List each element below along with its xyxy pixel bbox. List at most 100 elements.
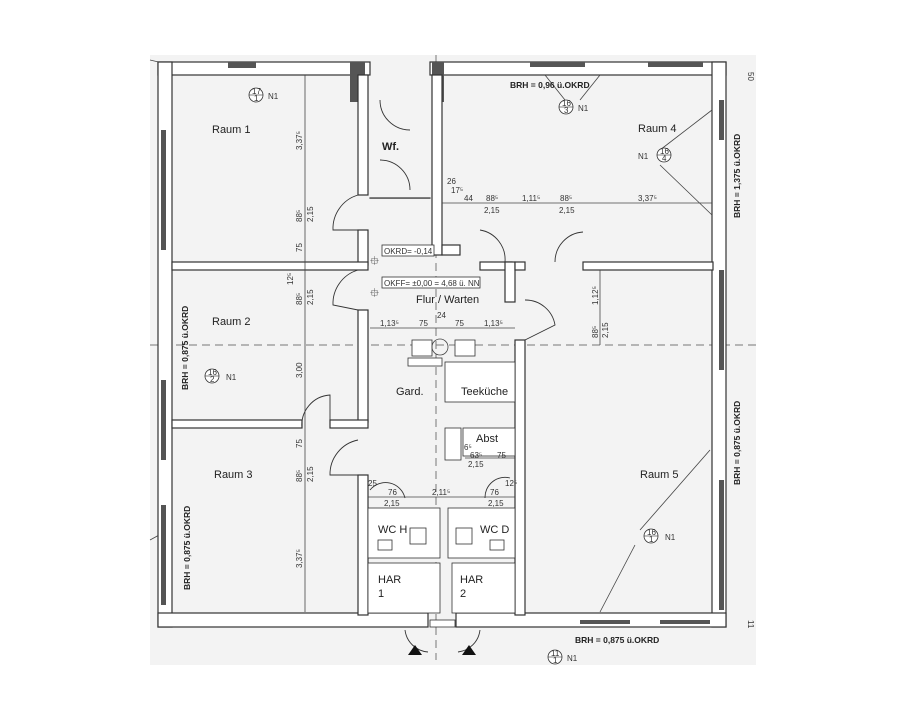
room-label-abst: Abst — [476, 433, 498, 445]
svg-text:75: 75 — [497, 451, 506, 460]
dimensions-left: 3,37⁵ 88⁵ 2,15 75 12⁵ 88⁵ 2,15 3,00 75 8… — [286, 131, 315, 568]
svg-text:3,37⁵: 3,37⁵ — [295, 549, 304, 568]
room-label-wcd: WC D — [480, 524, 509, 536]
dimensions-flur: 1,13⁵ 75 24 75 1,13⁵ — [380, 311, 503, 328]
svg-text:2,15: 2,15 — [468, 460, 484, 469]
room-label-gard: Gard. — [396, 386, 424, 398]
room-label-har1: HAR — [378, 574, 401, 586]
section-marker: 161 N1 — [643, 528, 676, 544]
room-label-wch: WC H — [378, 524, 407, 536]
svg-text:16: 16 — [562, 99, 571, 108]
svg-text:88⁵: 88⁵ — [295, 210, 304, 222]
svg-text:2,15: 2,15 — [488, 499, 504, 508]
svg-text:6⁵: 6⁵ — [464, 443, 472, 452]
level-marker-icon: ⯐ — [370, 254, 379, 268]
svg-text:75: 75 — [295, 439, 304, 448]
okrd-level-box — [381, 244, 435, 257]
room-label-raum5: Raum 5 — [640, 469, 679, 481]
entrance-arrow-icon — [408, 645, 422, 655]
svg-text:N1: N1 — [268, 92, 279, 101]
svg-text:3,37⁵: 3,37⁵ — [638, 194, 657, 203]
svg-text:44: 44 — [464, 194, 473, 203]
margin-mark: 50 — [746, 72, 755, 81]
dimensions-wc: 25 76 2,15 2,11⁵ 12⁵ 76 2,15 — [368, 479, 517, 508]
okff-level-box — [381, 276, 481, 289]
room-label-har2-number: 2 — [460, 588, 466, 600]
svg-text:25: 25 — [368, 479, 377, 488]
svg-text:2,11⁵: 2,11⁵ — [432, 488, 450, 497]
brh-right-lower: BRH = 0,875 ü.OKRD — [732, 401, 742, 485]
section-marker: 164 N1 — [638, 147, 672, 163]
svg-text:3,37⁵: 3,37⁵ — [295, 131, 304, 150]
svg-text:N1: N1 — [567, 654, 578, 663]
dimensions-raum5: 1,12⁵ 88⁵ 2,15 — [591, 286, 610, 338]
svg-text:75: 75 — [455, 319, 464, 328]
dimensions-raum4: 26 17⁵ 44 88⁵ 2,15 1,11⁵ 88⁵ 2,15 3,37⁵ — [447, 177, 657, 215]
svg-text:1: 1 — [649, 535, 654, 544]
okrd-level: OKRD= -0,14 — [384, 247, 433, 256]
svg-text:63⁵: 63⁵ — [470, 451, 482, 460]
room-label-har1-number: 1 — [378, 588, 384, 600]
section-marker: 162 N1 — [204, 368, 237, 384]
room-label-flur: Flur / Warten — [416, 294, 479, 306]
svg-text:3: 3 — [564, 106, 569, 115]
brh-left-lower: BRH = 0,875 ü.OKRD — [182, 506, 192, 590]
svg-text:76: 76 — [388, 488, 397, 497]
svg-text:17⁵: 17⁵ — [451, 186, 463, 195]
room-label-raum4: Raum 4 — [638, 123, 677, 135]
svg-text:N1: N1 — [578, 104, 589, 113]
svg-text:N1: N1 — [638, 152, 649, 161]
room-label-teekueche: Teeküche — [461, 386, 508, 398]
brh-left-upper: BRH = 0,875 ü.OKRD — [180, 306, 190, 390]
brh-right-upper: BRH = 1,375 ü.OKRD — [732, 134, 742, 218]
svg-text:88⁵: 88⁵ — [486, 194, 498, 203]
svg-text:16: 16 — [647, 528, 656, 537]
walls — [157, 61, 727, 628]
svg-text:1,12⁵: 1,12⁵ — [591, 286, 600, 305]
svg-text:N1: N1 — [226, 373, 237, 382]
svg-text:4: 4 — [662, 154, 667, 163]
svg-text:88⁵: 88⁵ — [591, 326, 600, 338]
room-label-har2: HAR — [460, 574, 483, 586]
svg-text:16: 16 — [660, 147, 669, 156]
okff-level: OKFF= ±0,00 = 4,68 ü. NN — [384, 279, 480, 288]
svg-text:11: 11 — [551, 649, 560, 658]
svg-text:12⁵: 12⁵ — [286, 273, 295, 285]
svg-text:2: 2 — [210, 375, 215, 384]
svg-text:88⁵: 88⁵ — [295, 293, 304, 305]
door-swings — [301, 99, 584, 653]
section-marker: 171 N1 — [248, 87, 279, 103]
svg-text:88⁵: 88⁵ — [295, 470, 304, 482]
dimension-lines — [304, 74, 713, 613]
svg-text:1: 1 — [254, 94, 259, 103]
svg-text:26: 26 — [447, 177, 456, 186]
svg-text:1: 1 — [553, 656, 558, 665]
svg-text:75: 75 — [295, 243, 304, 252]
section-marker: 111 N1 — [547, 649, 578, 665]
svg-text:17: 17 — [252, 87, 261, 96]
brh-bottom: BRH = 0,875 ü.OKRD — [575, 635, 659, 645]
svg-text:2,15: 2,15 — [306, 206, 315, 222]
svg-text:12⁵: 12⁵ — [505, 479, 517, 488]
svg-text:N1: N1 — [665, 533, 676, 542]
svg-text:2,15: 2,15 — [601, 322, 610, 338]
svg-text:24: 24 — [437, 311, 446, 320]
dimensions-abst: 6⁵ 63⁵ 2,15 75 — [464, 443, 506, 469]
svg-text:2,15: 2,15 — [306, 466, 315, 482]
svg-text:1,11⁵: 1,11⁵ — [522, 194, 540, 203]
svg-text:2,15: 2,15 — [384, 499, 400, 508]
svg-text:1,13⁵: 1,13⁵ — [380, 319, 399, 328]
svg-text:16: 16 — [208, 368, 217, 377]
brh-top: BRH = 0,96 ü.OKRD — [510, 80, 590, 90]
svg-text:2,15: 2,15 — [559, 206, 575, 215]
room-label-raum2: Raum 2 — [212, 316, 251, 328]
svg-text:88⁵: 88⁵ — [560, 194, 572, 203]
room-label-wf: Wf. — [382, 141, 399, 153]
svg-text:1,13⁵: 1,13⁵ — [484, 319, 503, 328]
margin-mark: 11 — [746, 620, 755, 629]
svg-text:2,15: 2,15 — [484, 206, 500, 215]
section-marker: 163 N1 — [558, 99, 589, 115]
room-label-raum1: Raum 1 — [212, 124, 251, 136]
svg-text:76: 76 — [490, 488, 499, 497]
